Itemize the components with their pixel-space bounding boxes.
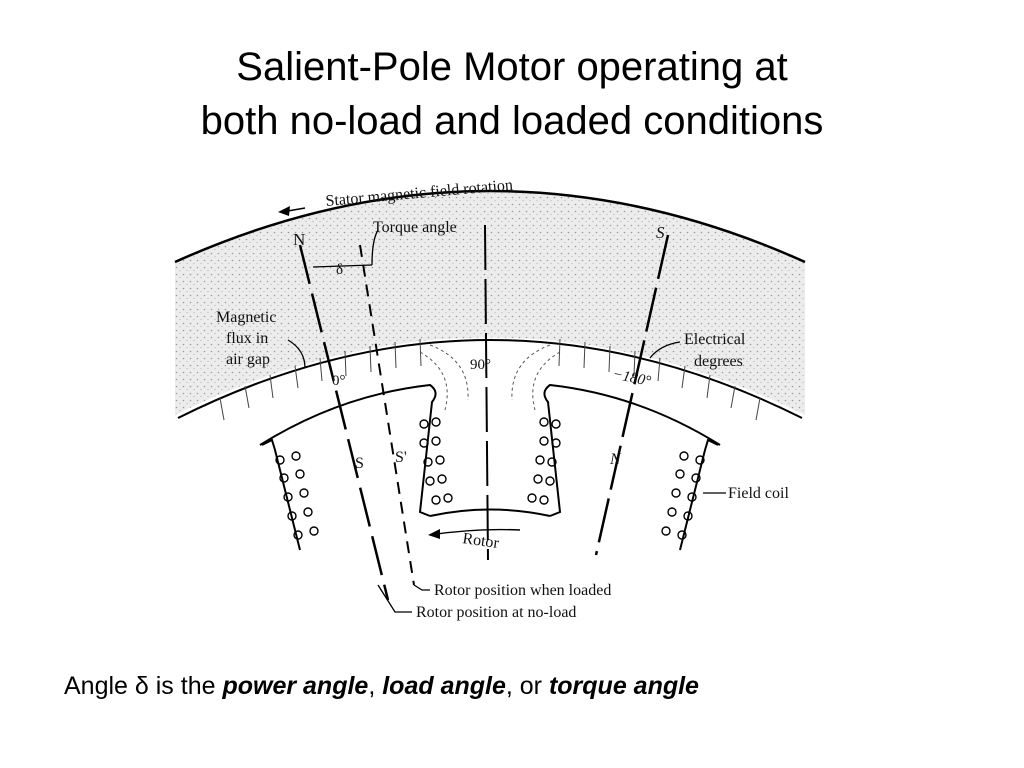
delta-dimension	[312, 229, 379, 268]
delta-label: δ	[336, 262, 343, 278]
electrical-degrees-label-2: degrees	[694, 353, 743, 370]
degree-180-label: −180°	[611, 366, 652, 390]
caption-term-load-angle: load angle	[382, 672, 506, 700]
power-angle-caption: Angle δ is the power angle, load angle, …	[64, 672, 964, 701]
rotor-loaded-label: Rotor position when loaded	[434, 582, 611, 599]
pole-center-left	[429, 508, 551, 517]
rotor-pole-faces	[259, 383, 721, 551]
rotor-noload-label: Rotor position at no-load	[416, 604, 576, 621]
magnetic-flux-label-2: flux in	[226, 330, 268, 347]
south-north-axis	[594, 234, 670, 556]
stator-body	[175, 191, 805, 415]
rotor-south-label: S	[355, 455, 364, 472]
caption-separator-2: , or	[505, 672, 549, 700]
pole-body-left-inner	[261, 438, 301, 551]
stator-inner-boundary	[177, 339, 803, 419]
electrical-degrees-label-1: Electrical	[684, 331, 746, 348]
magnetic-flux-label-1: Magnetic	[216, 309, 276, 326]
title-line-1: Salient-Pole Motor operating at	[236, 45, 788, 89]
caption-term-torque-angle: torque angle	[548, 672, 699, 700]
stator-north-label: N	[293, 230, 305, 249]
rotor-south-prime-label: S'	[395, 449, 407, 466]
rotor-north-label: N	[609, 451, 622, 468]
loaded-axis	[359, 244, 415, 586]
center-90-axis	[484, 224, 489, 561]
stator-south-label: S	[656, 223, 665, 242]
slide-title: Salient-Pole Motor operating at both no-…	[0, 40, 1024, 148]
pole-axis-lines	[298, 224, 670, 601]
rotor-label: Rotor	[461, 530, 500, 552]
stator-outer-boundary	[174, 189, 806, 264]
title-line-2: both no-load and loaded conditions	[200, 99, 824, 143]
no-load-axis	[298, 244, 390, 601]
field-coil-conductors	[275, 417, 705, 540]
magnetic-flux-label-3: air gap	[226, 351, 270, 368]
arrow-heads	[278, 206, 440, 539]
air-gap-region	[178, 340, 802, 560]
caption-prefix: Angle δ is the	[64, 672, 223, 700]
field-coil-label: Field coil	[728, 485, 789, 502]
degree-90-label: 90°	[470, 357, 491, 373]
fringe-flux-lines	[419, 344, 561, 411]
degree-0-label: 0°	[332, 373, 346, 389]
caption-term-power-angle: power angle	[222, 672, 369, 700]
air-gap-flux-lines	[219, 338, 761, 421]
rotor-pole-right	[543, 383, 721, 517]
rotor-pole-left	[259, 383, 437, 517]
leader-lines	[287, 339, 726, 613]
pole-body-right-inner	[679, 438, 719, 551]
caption-separator-1: ,	[368, 672, 383, 700]
torque-angle-label: Torque angle	[373, 219, 457, 236]
